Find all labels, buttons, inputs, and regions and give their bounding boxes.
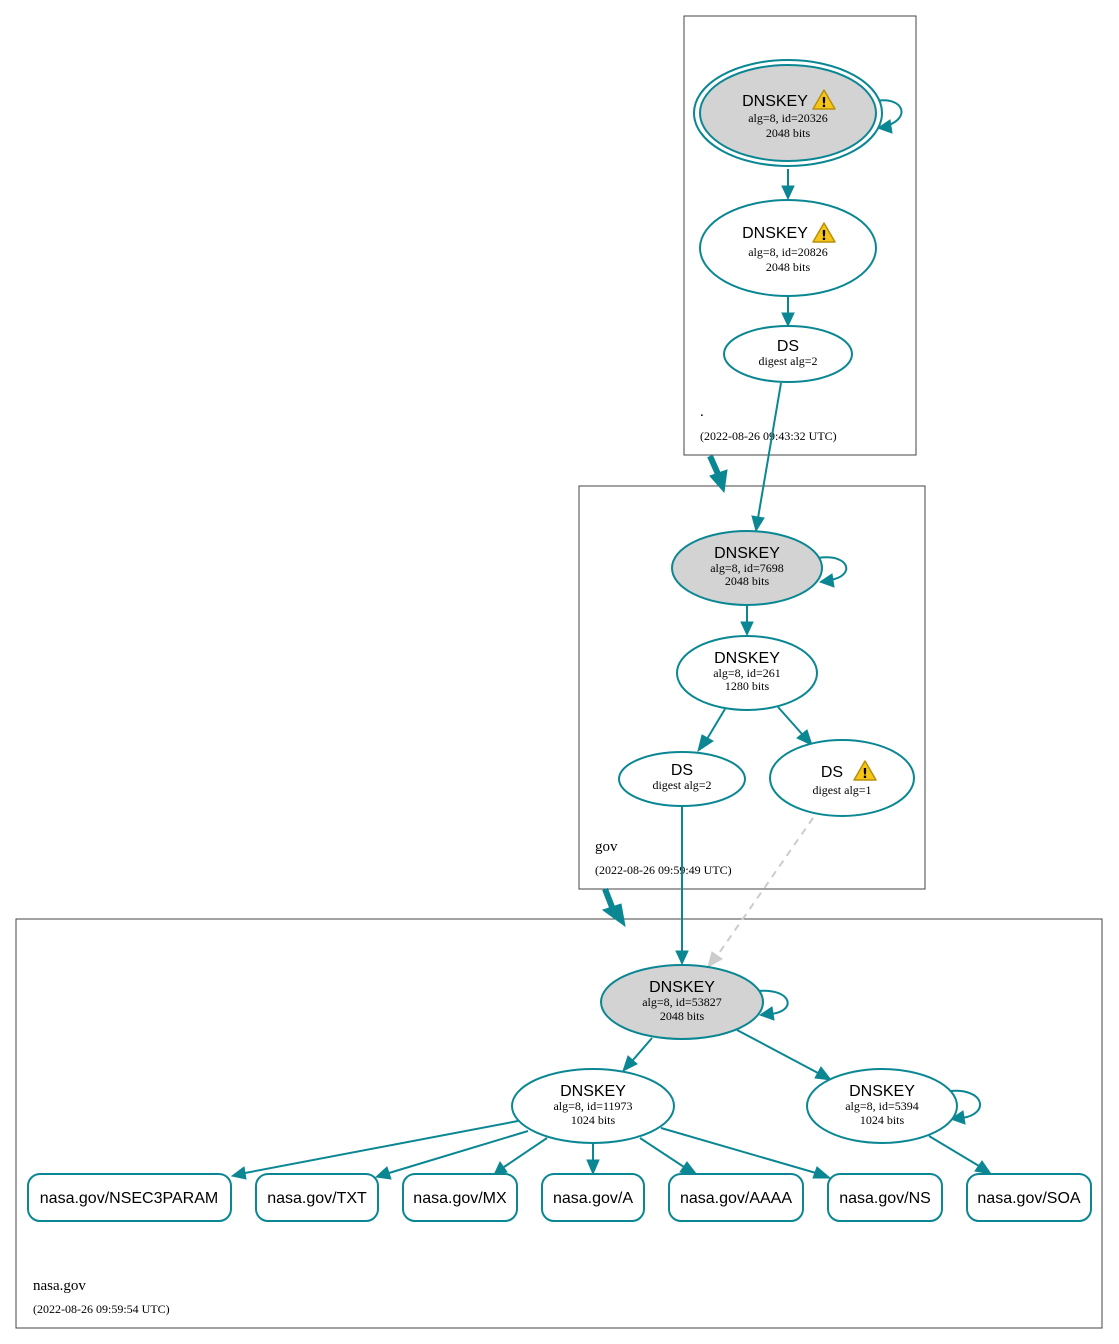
edge-zsk1-to-ns (660, 1127, 832, 1179)
rrset-node-mx[interactable]: nasa.gov/MX (402, 1173, 518, 1222)
node-bits-label: 1024 bits (571, 1113, 616, 1127)
node-alg-label: alg=8, id=20326 (748, 111, 828, 125)
node-bits-label: 2048 bits (766, 260, 811, 274)
rrset-node-nsec3param[interactable]: nasa.gov/NSEC3PARAM (27, 1173, 232, 1222)
rrset-node-txt[interactable]: nasa.gov/TXT (255, 1173, 379, 1222)
edge-zsk1-to-nsec3param (230, 1120, 519, 1180)
zone-gov-name: gov (595, 839, 618, 855)
edge-root-ds-to-gov-ksk (751, 382, 782, 533)
node-type-label: DS (821, 764, 843, 781)
node-digest-label: digest alg=2 (758, 354, 817, 368)
dnskey-node-root-zsk[interactable]: DNSKEY alg=8, id=20826 2048 bits (699, 199, 877, 297)
rrset-label: nasa.gov/A (553, 1190, 633, 1207)
zone-gov-timestamp: (2022-08-26 09:59:49 UTC) (595, 863, 732, 877)
node-alg-label: alg=8, id=5394 (845, 1099, 919, 1113)
node-alg-label: alg=8, id=7698 (710, 561, 784, 575)
node-type-label: DNSKEY (649, 979, 715, 996)
ds-node-gov-alg1[interactable]: DS digest alg=1 (769, 739, 915, 817)
dnskey-node-nasa-zsk-5394[interactable]: DNSKEY alg=8, id=5394 1024 bits (806, 1068, 958, 1144)
rrset-label: nasa.gov/AAAA (680, 1190, 792, 1207)
delegation-root-to-gov (707, 454, 728, 494)
node-bits-label: 2048 bits (660, 1009, 705, 1023)
edge-zsk1-to-a (586, 1143, 600, 1176)
node-type-label: DS (777, 338, 799, 355)
edge-root-ksk-self (875, 99, 903, 134)
edge-root-ksk-to-zsk (781, 169, 795, 201)
ds-node-gov-alg2[interactable]: DS digest alg=2 (618, 751, 746, 807)
edge-root-zsk-to-ds (781, 296, 795, 328)
rrset-label: nasa.gov/TXT (267, 1190, 367, 1207)
rrset-node-aaaa[interactable]: nasa.gov/AAAA (668, 1173, 804, 1222)
zone-root-timestamp: (2022-08-26 09:43:32 UTC) (700, 429, 837, 443)
node-bits-label: 2048 bits (766, 126, 811, 140)
rrset-label: nasa.gov/NS (839, 1190, 931, 1207)
edge-gov-ds2-to-nasa-ksk (675, 806, 689, 966)
delegation-gov-to-nasa (601, 887, 626, 928)
rrset-node-a[interactable]: nasa.gov/A (541, 1173, 645, 1222)
rrset-node-soa[interactable]: nasa.gov/SOA (966, 1173, 1092, 1222)
zone-nasa-timestamp: (2022-08-26 09:59:54 UTC) (33, 1302, 170, 1316)
node-alg-label: alg=8, id=53827 (642, 995, 722, 1009)
edge-gov-ksk-to-zsk (740, 605, 754, 637)
edge-nasa-ksk-to-zsk2 (736, 1029, 833, 1081)
node-type-label: DNSKEY (714, 545, 780, 562)
zone-nasa-name: nasa.gov (33, 1278, 86, 1294)
node-digest-label: digest alg=1 (812, 783, 871, 797)
edge-gov-zsk-to-ds2 (697, 708, 726, 753)
dnskey-node-root-ksk[interactable]: DNSKEY alg=8, id=20326 2048 bits (693, 59, 883, 167)
edge-gov-zsk-to-ds1 (777, 706, 813, 746)
rrset-node-ns[interactable]: nasa.gov/NS (827, 1173, 943, 1222)
dnskey-node-nasa-ksk[interactable]: DNSKEY alg=8, id=53827 2048 bits (600, 964, 764, 1040)
node-bits-label: 1024 bits (860, 1113, 905, 1127)
node-type-label: DS (671, 762, 693, 779)
node-alg-label: alg=8, id=11973 (553, 1099, 632, 1113)
node-type-label: DNSKEY (714, 650, 780, 667)
dnskey-node-nasa-zsk-11973[interactable]: DNSKEY alg=8, id=11973 1024 bits (511, 1068, 675, 1144)
edge-nasa-zsk2-self (949, 1089, 981, 1125)
dnskey-node-gov-ksk[interactable]: DNSKEY alg=8, id=7698 2048 bits (671, 530, 823, 606)
node-type-label: DNSKEY (849, 1083, 915, 1100)
edge-zsk1-to-txt (374, 1130, 529, 1180)
edge-gov-ksk-self (817, 556, 848, 588)
node-type-label: DNSKEY (742, 225, 808, 242)
edge-nasa-ksk-to-zsk1 (622, 1037, 653, 1072)
node-bits-label: 1280 bits (725, 679, 770, 693)
node-bits-label: 2048 bits (725, 574, 770, 588)
ds-node-root[interactable]: DS digest alg=2 (723, 325, 853, 383)
dnskey-node-gov-zsk[interactable]: DNSKEY alg=8, id=261 1280 bits (676, 635, 818, 711)
edge-nasa-ksk-self (757, 989, 789, 1021)
node-type-label: DNSKEY (560, 1083, 626, 1100)
edge-zsk2-to-soa (928, 1135, 993, 1175)
rrset-label: nasa.gov/MX (413, 1190, 507, 1207)
node-alg-label: alg=8, id=20826 (748, 245, 828, 259)
node-type-label: DNSKEY (742, 93, 808, 110)
rrset-label: nasa.gov/NSEC3PARAM (40, 1190, 218, 1207)
zone-root-name: . (700, 404, 704, 420)
node-digest-label: digest alg=2 (652, 778, 711, 792)
rrset-label: nasa.gov/SOA (977, 1190, 1081, 1207)
node-alg-label: alg=8, id=261 (713, 666, 781, 680)
edge-gov-ds1-to-nasa-ksk (707, 817, 814, 969)
